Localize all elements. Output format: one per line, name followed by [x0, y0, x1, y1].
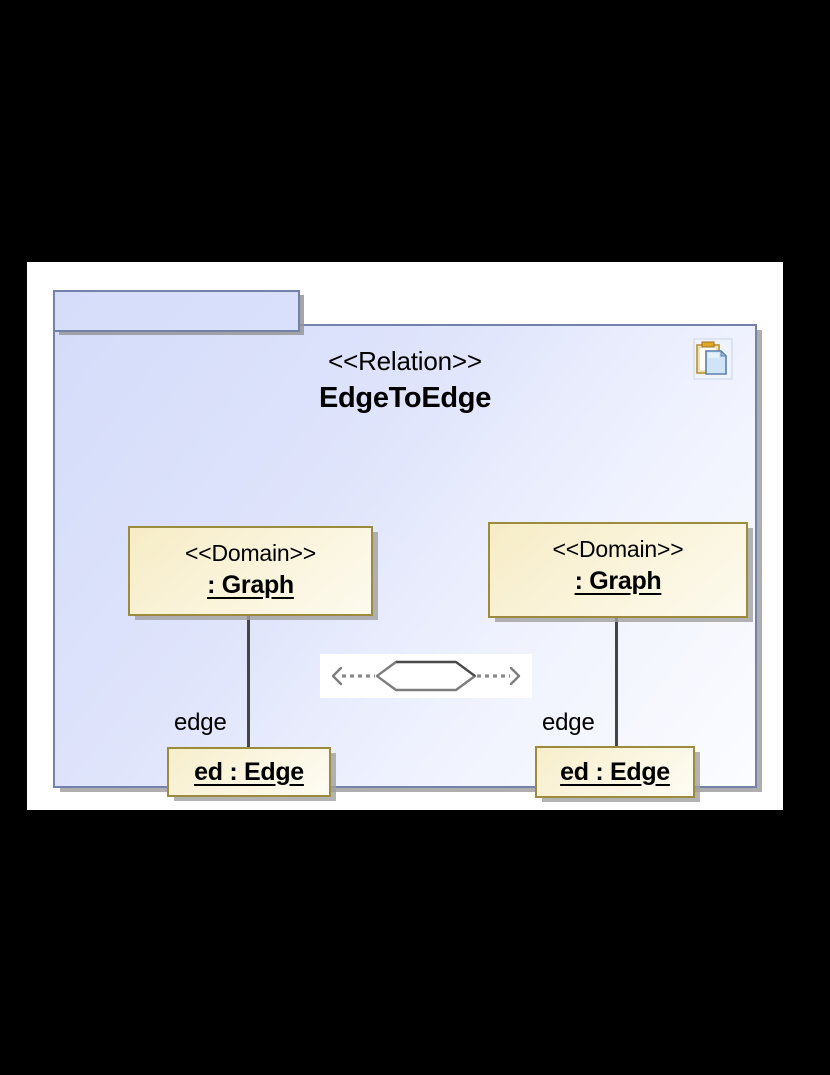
- package-body[interactable]: <<Relation>> EdgeToEdge <<Domain>> : Gra…: [53, 324, 757, 798]
- association-connector-left: [247, 615, 250, 749]
- domain-box-left[interactable]: <<Domain>> : Graph: [128, 526, 373, 616]
- package-tab: [53, 290, 300, 332]
- domain-box-right[interactable]: <<Domain>> : Graph: [488, 522, 748, 618]
- domain-left-name: : Graph: [207, 571, 294, 599]
- role-label-left: edge: [174, 709, 227, 736]
- domain-right-name: : Graph: [574, 567, 662, 595]
- domain-left-stereotype: <<Domain>>: [185, 540, 316, 566]
- instance-box-left[interactable]: ed : Edge: [167, 747, 331, 797]
- instance-left-name: ed : Edge: [194, 757, 304, 786]
- hexagon-bidirectional-relation-icon: [320, 654, 532, 698]
- package-header: <<Relation>> EdgeToEdge: [55, 346, 755, 415]
- package-stereotype: <<Relation>>: [328, 346, 482, 376]
- clipboard-document-icon[interactable]: [693, 338, 733, 380]
- package-name: EdgeToEdge: [318, 381, 492, 414]
- role-label-right: edge: [542, 709, 595, 736]
- diagram-canvas: <<Relation>> EdgeToEdge <<Domain>> : Gra…: [27, 262, 783, 810]
- domain-right-stereotype: <<Domain>>: [552, 536, 684, 562]
- instance-right-name: ed : Edge: [560, 757, 670, 786]
- association-connector-right: [615, 617, 618, 747]
- instance-box-right[interactable]: ed : Edge: [535, 746, 695, 798]
